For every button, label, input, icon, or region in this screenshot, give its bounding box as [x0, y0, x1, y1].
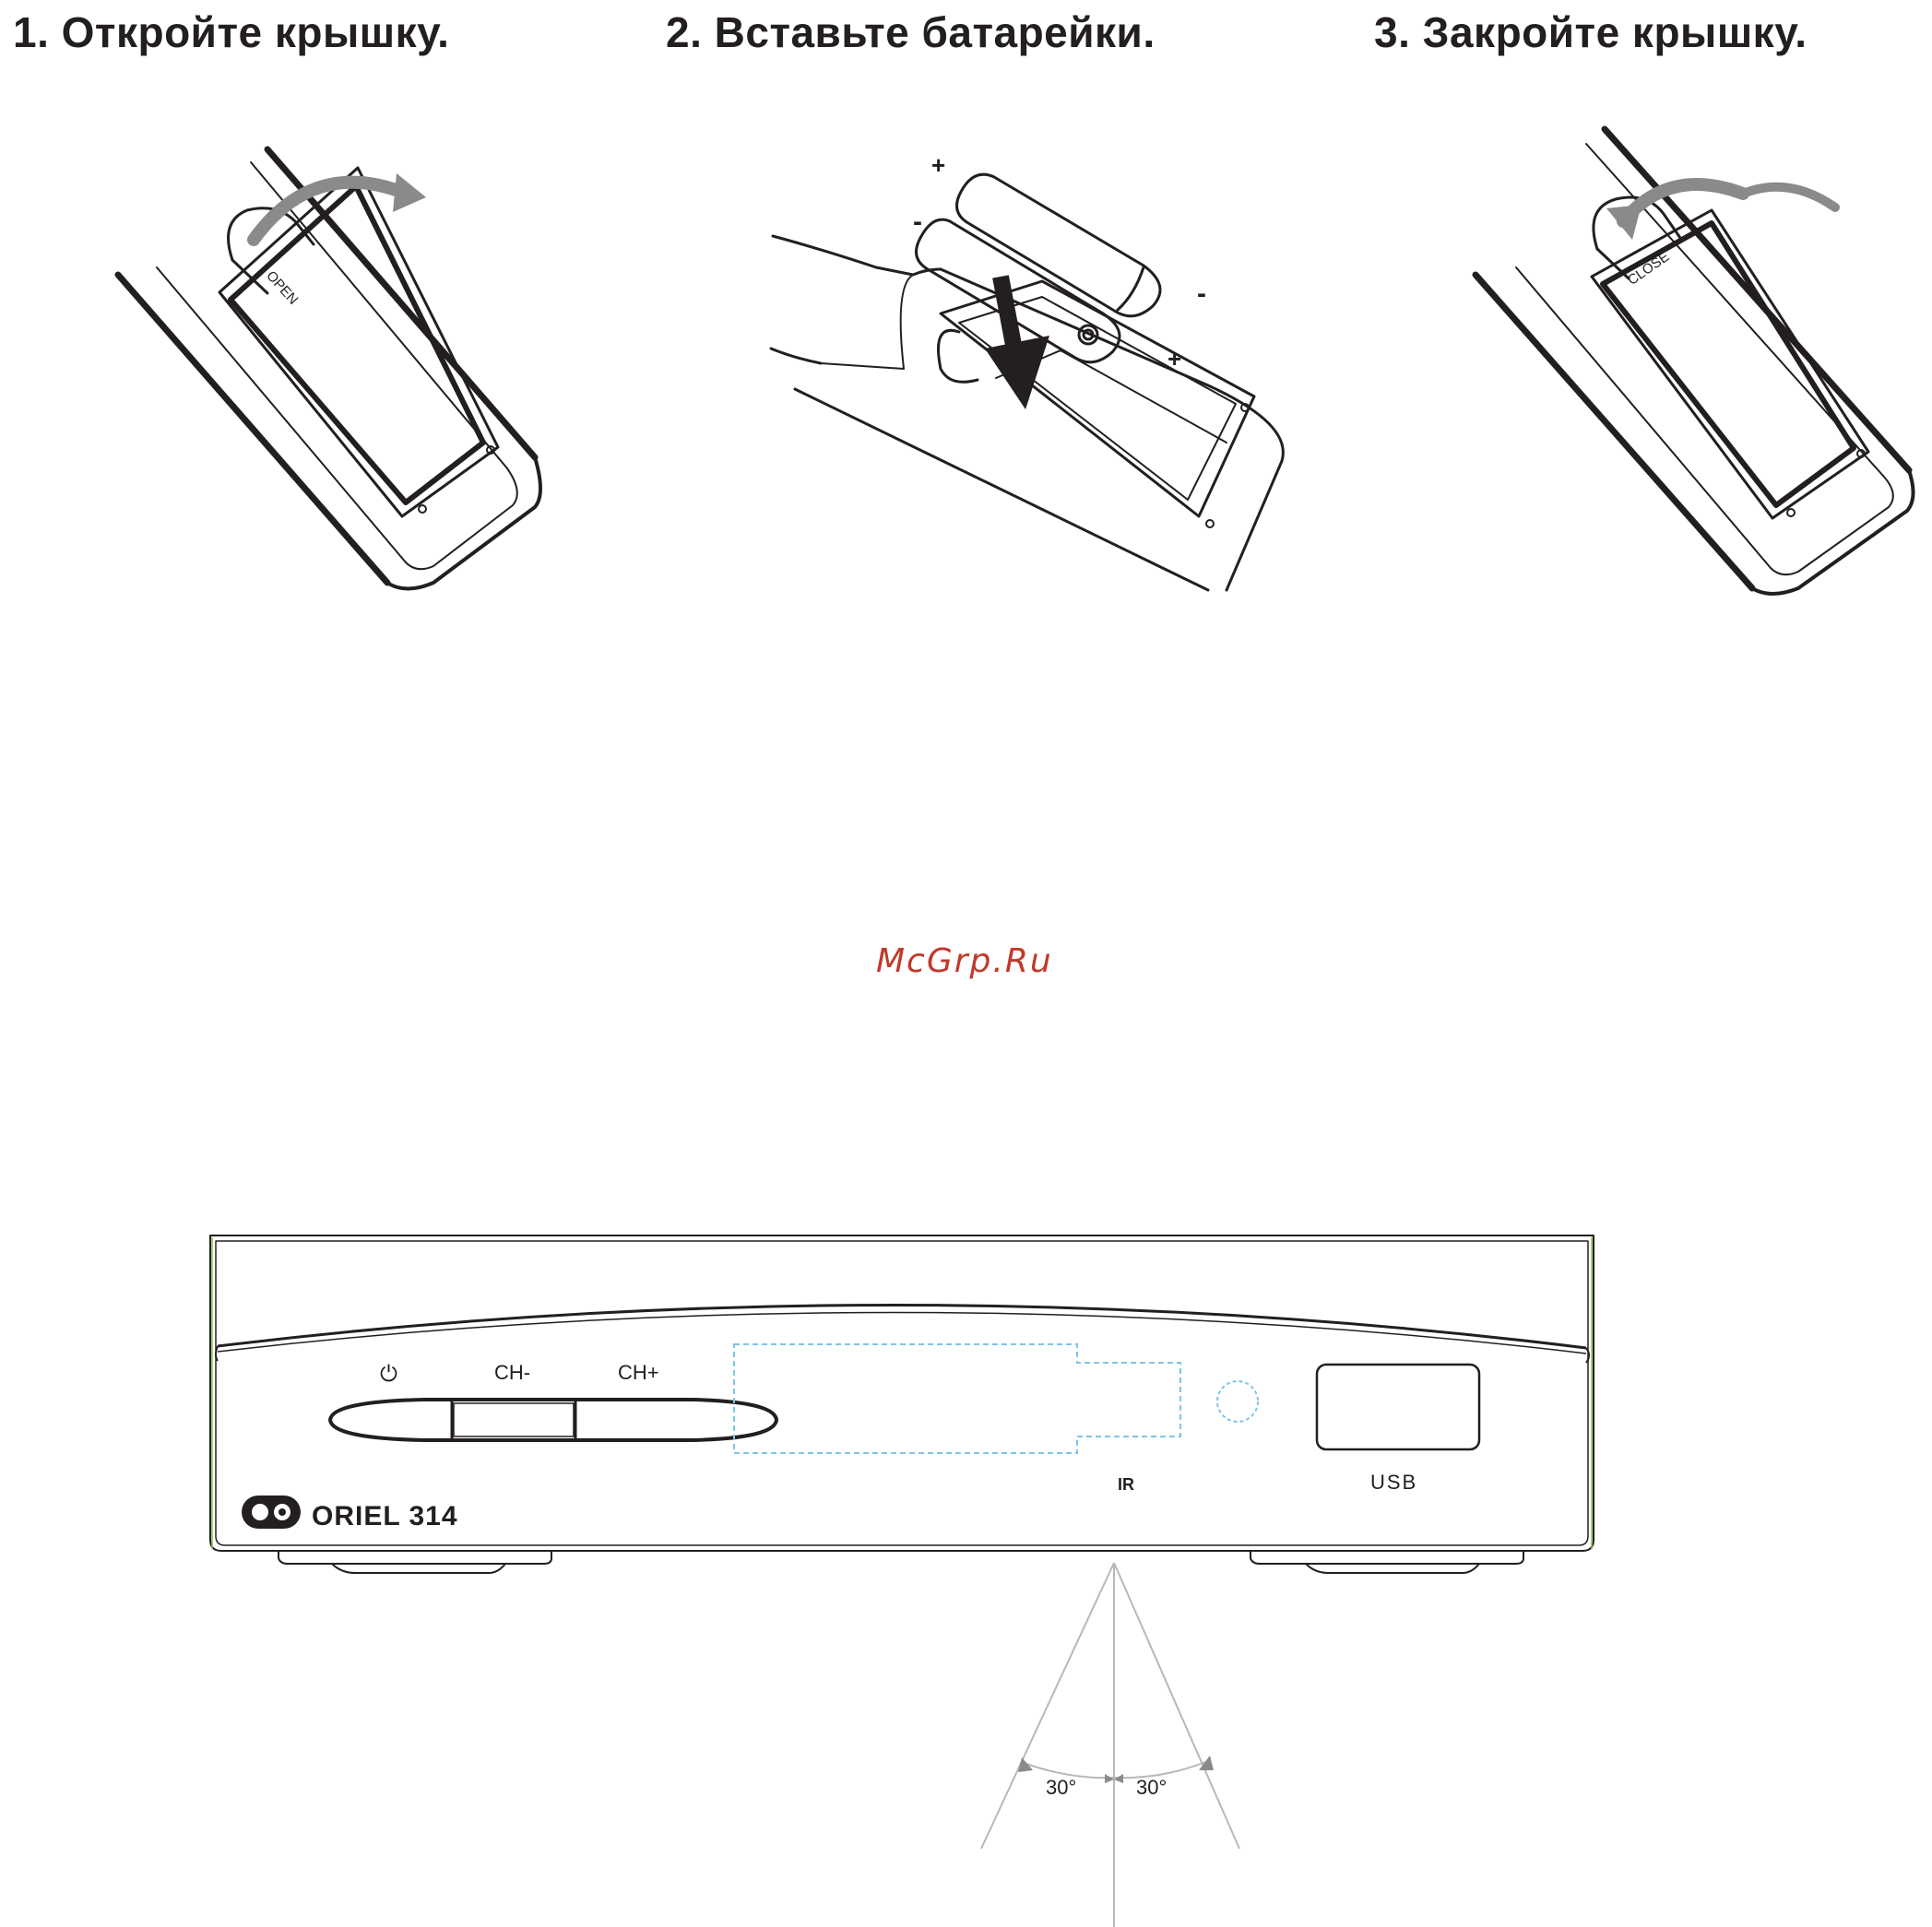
step-3-title: 3. Закройте крышку. [1374, 7, 1808, 57]
minus-mark-left: - [913, 207, 922, 237]
watermark: McGrp.Ru [876, 942, 1053, 980]
power-symbol: ⏻ [380, 1362, 397, 1387]
step-1-title: 1. Откройте крышку. [13, 7, 449, 57]
open-label: OPEN [263, 268, 301, 308]
plus-mark-top: + [931, 151, 945, 179]
ch-plus-label: CH+ [618, 1361, 659, 1384]
step-2-title: 2. Вставьте батарейки. [666, 7, 1156, 57]
ir-label: IR [1118, 1475, 1134, 1494]
usb-label: USB [1370, 1471, 1417, 1494]
angle-left-label: 30° [1046, 1776, 1076, 1799]
step-2-illustration: + - - + [765, 148, 1300, 609]
brand-name: ORIEL 314 [312, 1501, 458, 1531]
device-front-panel: ⏻ CH- CH+ IR USB ORIEL 314 30° 30° [203, 1226, 1605, 1927]
brand-logo-icon [242, 1495, 301, 1529]
minus-mark-right: - [1197, 278, 1206, 309]
step-1-illustration: OPEN [101, 129, 563, 609]
ch-minus-label: CH- [494, 1361, 530, 1384]
plus-mark-bottom: + [1167, 345, 1181, 372]
angle-right-label: 30° [1136, 1776, 1167, 1799]
step-3-illustration: CLOSE [1466, 120, 1927, 609]
